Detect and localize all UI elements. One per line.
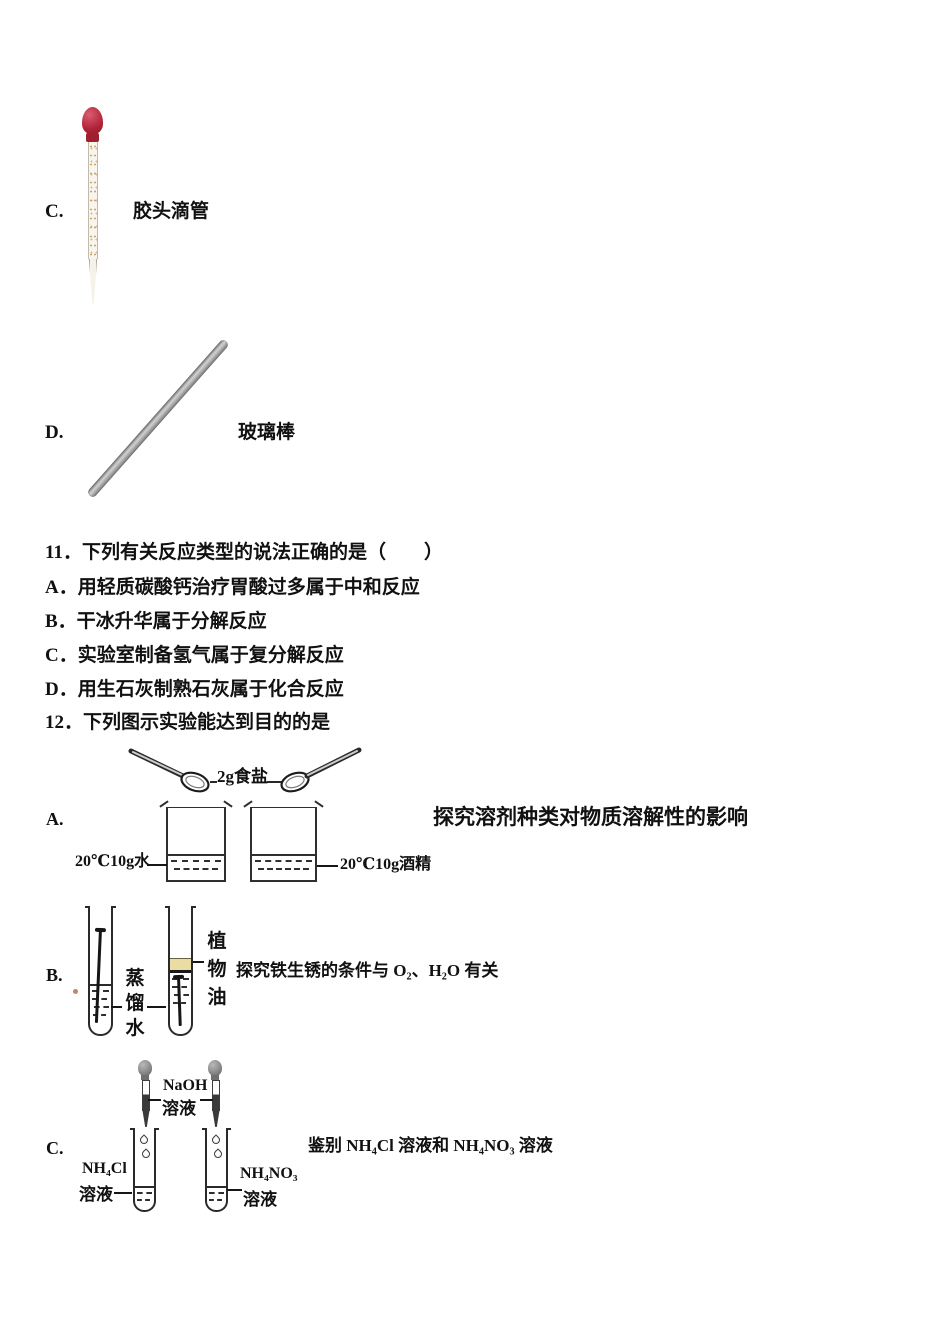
nh4cl-label-line1: NH₄Cl xyxy=(82,1160,127,1177)
tube-solution xyxy=(207,1186,226,1210)
equip-option-d-label: D. xyxy=(45,422,64,443)
dropper-glass-tube xyxy=(88,142,98,259)
nh4cl-label-line2: 溶液 xyxy=(79,1185,113,1204)
dropper-tip xyxy=(88,259,98,305)
leader-line xyxy=(227,1189,242,1191)
beaker-liquid xyxy=(252,854,315,880)
leader-line xyxy=(114,1192,132,1194)
equip-option-d-caption: 玻璃棒 xyxy=(238,422,296,443)
q12-option-a-label: A. xyxy=(46,809,64,829)
glass-rod-icon xyxy=(86,338,230,499)
naoh-dropper-icon xyxy=(137,1060,153,1128)
q12-option-b-purpose: 探究铁生锈的条件与 O₂、H₂O 有关 xyxy=(236,961,499,980)
naoh-label-line2: 溶液 xyxy=(162,1099,196,1118)
q12-option-a-purpose: 探究溶剂种类对物质溶解性的影响 xyxy=(433,805,748,829)
test-tube-nh4cl-icon xyxy=(130,1128,159,1212)
dropper-tip xyxy=(212,1110,220,1127)
scan-speck xyxy=(73,989,78,994)
test-tube-water-icon xyxy=(85,906,116,1036)
leader-line xyxy=(193,961,204,963)
right-beaker-label: 20℃10g酒精 xyxy=(340,856,432,873)
tube-solution xyxy=(135,1186,154,1210)
q12-option-c-label: C. xyxy=(46,1138,64,1158)
salt-amount-label: 2g食盐 xyxy=(217,767,268,786)
beaker-alcohol-icon xyxy=(243,800,324,882)
leader-line xyxy=(147,1006,166,1008)
leader-line xyxy=(317,865,338,867)
nh4no3-label-line2: 溶液 xyxy=(243,1190,277,1209)
beaker-wall xyxy=(250,807,317,882)
naoh-dropper-icon xyxy=(207,1060,223,1128)
question-11-option-d: D．用生石灰制熟石灰属于化合反应 xyxy=(45,679,344,700)
q12-option-c-purpose: 鉴别 NH₄Cl 溶液和 NH₄NO₃ 溶液 xyxy=(308,1136,553,1155)
equip-option-c-caption: 胶头滴管 xyxy=(133,201,210,222)
leader-line xyxy=(111,1006,122,1008)
salt-spoons-icon xyxy=(128,747,362,793)
distilled-water-label: 蒸馏水 xyxy=(125,968,145,1039)
dropper-tube xyxy=(142,1080,150,1111)
question-11-stem: 11．下列有关反应类型的说法正确的是（ ） xyxy=(45,542,443,563)
naoh-label-line1: NaOH xyxy=(163,1077,208,1094)
dropper-neck xyxy=(211,1075,219,1080)
dropper-collar xyxy=(86,133,99,142)
vegetable-oil-layer xyxy=(170,958,191,973)
question-11-option-b: B．干冰升华属于分解反应 xyxy=(45,611,267,632)
dropper-bulb xyxy=(208,1060,222,1076)
q12-option-b-label: B. xyxy=(46,965,63,985)
dropper-tube xyxy=(212,1080,220,1111)
dropper-bulb xyxy=(82,107,103,134)
leader-line xyxy=(148,1099,161,1101)
dropper-bulb xyxy=(138,1060,152,1076)
rubber-dropper-icon xyxy=(80,107,106,305)
equip-option-c-label: C. xyxy=(45,201,64,222)
left-beaker-label: 20℃10g水 xyxy=(75,853,151,870)
tube-water xyxy=(90,984,111,1034)
nh4no3-label-line1: NH₄NO₃ xyxy=(240,1165,298,1182)
test-tube-nh4no3-icon xyxy=(202,1128,231,1212)
question-11-option-c: C．实验室制备氢气属于复分解反应 xyxy=(45,645,344,666)
leader-line xyxy=(200,1099,213,1101)
question-11-option-a: A．用轻质碳酸钙治疗胃酸过多属于中和反应 xyxy=(45,577,420,598)
beaker-liquid xyxy=(168,854,224,880)
beaker-water-icon xyxy=(159,800,233,882)
beaker-wall xyxy=(166,807,226,882)
question-12-stem: 12．下列图示实验能达到目的的是 xyxy=(45,712,331,733)
leader-line xyxy=(147,864,167,866)
dropper-neck xyxy=(141,1075,149,1080)
vegetable-oil-label: 植物油 xyxy=(207,931,227,1008)
dropper-tip xyxy=(142,1110,150,1127)
